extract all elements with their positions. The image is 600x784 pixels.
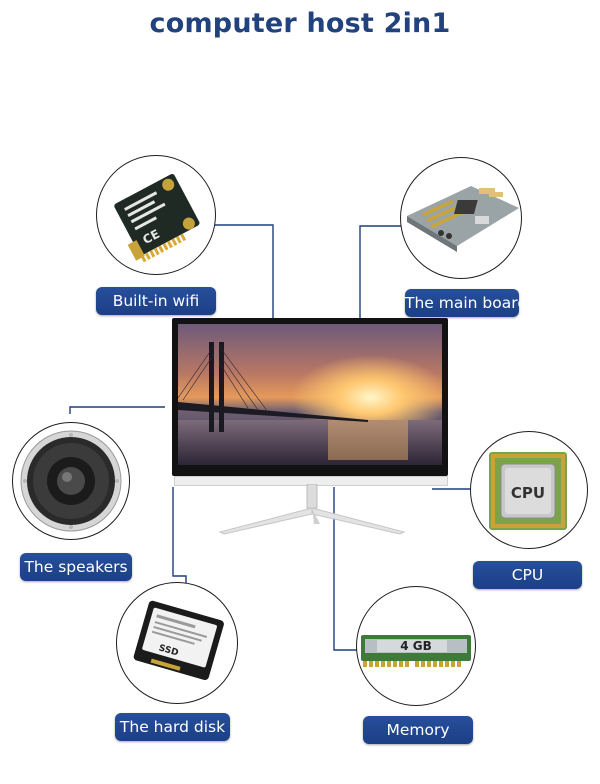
cpu-chip-icon [489, 452, 567, 530]
monitor-stand [218, 484, 406, 535]
mainboard-icon [407, 186, 519, 252]
monitor-display [172, 318, 448, 476]
label-hard-disk: The hard disk [115, 713, 230, 741]
ssd-icon: SSD [133, 600, 224, 680]
harddisk-circle: SSD [116, 582, 238, 704]
label-memory: Memory [363, 716, 473, 744]
wifi-connector [208, 224, 274, 326]
speaker-circle [12, 422, 130, 540]
memory-stick-text: 4 GB [400, 639, 432, 653]
speaker-icon [20, 430, 122, 532]
label-speakers: The speakers [20, 553, 132, 581]
wifi-card-icon: CE [114, 174, 200, 263]
mainboard-connector [359, 225, 404, 326]
label-main-board: The main board [405, 289, 527, 317]
memory-stick-icon [361, 635, 471, 667]
speakers-connector [69, 406, 165, 414]
cpu-chip-text: CPU [510, 484, 546, 502]
monitor-screen-wallpaper [178, 324, 442, 465]
mainboard-circle [400, 157, 522, 279]
cpu-circle: CPU [470, 431, 588, 549]
label-built-in-wifi: Built-in wifi [96, 287, 216, 315]
bridge-sunset-image [178, 324, 442, 465]
page-title: computer host 2in1 [149, 8, 451, 39]
memory-circle: 4 GB [356, 586, 476, 706]
label-cpu: CPU [473, 561, 582, 589]
wifi-card-circle: CE [96, 155, 216, 275]
